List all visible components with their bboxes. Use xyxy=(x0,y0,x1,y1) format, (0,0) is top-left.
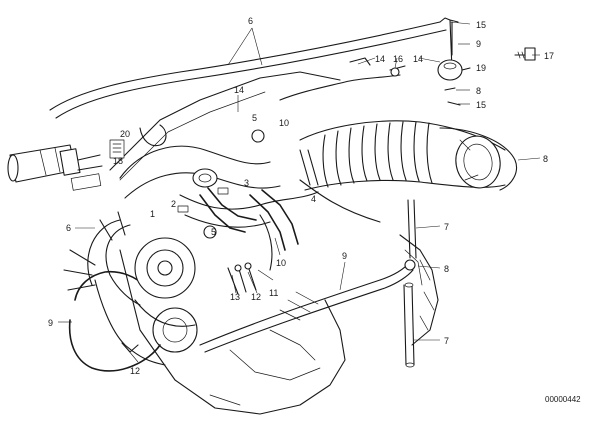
callout-7-upper: 7 xyxy=(444,222,449,232)
left-filter-tube xyxy=(7,144,103,191)
callout-9-bottom: 9 xyxy=(342,251,347,261)
callout-18: 18 xyxy=(113,156,123,166)
callout-8-right-top: 8 xyxy=(543,154,548,164)
callout-16: 16 xyxy=(393,54,403,64)
callout-12-bottom: 12 xyxy=(130,366,140,376)
fan-pulley xyxy=(63,211,198,353)
callout-17: 17 xyxy=(544,51,554,61)
callout-6-left: 6 xyxy=(66,223,71,233)
intake-manifold xyxy=(119,145,319,251)
small-parts xyxy=(109,19,536,353)
callout-11: 11 xyxy=(269,288,278,298)
engine-block xyxy=(109,71,439,415)
callout-20: 20 xyxy=(120,129,130,139)
document-number: 00000442 xyxy=(545,395,581,404)
air-intake-boot xyxy=(299,120,518,191)
callout-6-top: 6 xyxy=(248,16,253,26)
callout-13: 13 xyxy=(230,292,240,302)
callout-5-mid: 5 xyxy=(211,227,216,237)
callout-19: 19 xyxy=(476,63,486,73)
leader-lines xyxy=(58,21,541,363)
callout-10-mid: 10 xyxy=(276,258,286,268)
callout-15-mid: 15 xyxy=(476,100,486,110)
callout-14-right: 14 xyxy=(413,54,423,64)
callout-4: 4 xyxy=(311,194,316,204)
callout-8-right-mid: 8 xyxy=(444,264,449,274)
callout-14-left: 14 xyxy=(375,54,385,64)
callout-5-top: 5 xyxy=(252,113,257,123)
callout-7-lower: 7 xyxy=(444,336,449,346)
callout-3: 3 xyxy=(244,178,249,188)
callout-9-left: 9 xyxy=(48,318,53,328)
callout-2: 2 xyxy=(171,199,176,209)
callout-10-top: 10 xyxy=(279,118,289,128)
callout-9-top: 9 xyxy=(476,39,481,49)
callout-12-mid: 12 xyxy=(251,292,261,302)
callout-15-top: 15 xyxy=(476,20,486,30)
callout-labels: 6 15 9 17 14 16 14 19 8 15 14 20 18 5 10… xyxy=(48,16,581,404)
vacuum-lines xyxy=(49,17,453,372)
callout-8-top: 8 xyxy=(476,86,481,96)
callout-14-center: 14 xyxy=(234,85,244,95)
callout-1: 1 xyxy=(150,209,155,219)
